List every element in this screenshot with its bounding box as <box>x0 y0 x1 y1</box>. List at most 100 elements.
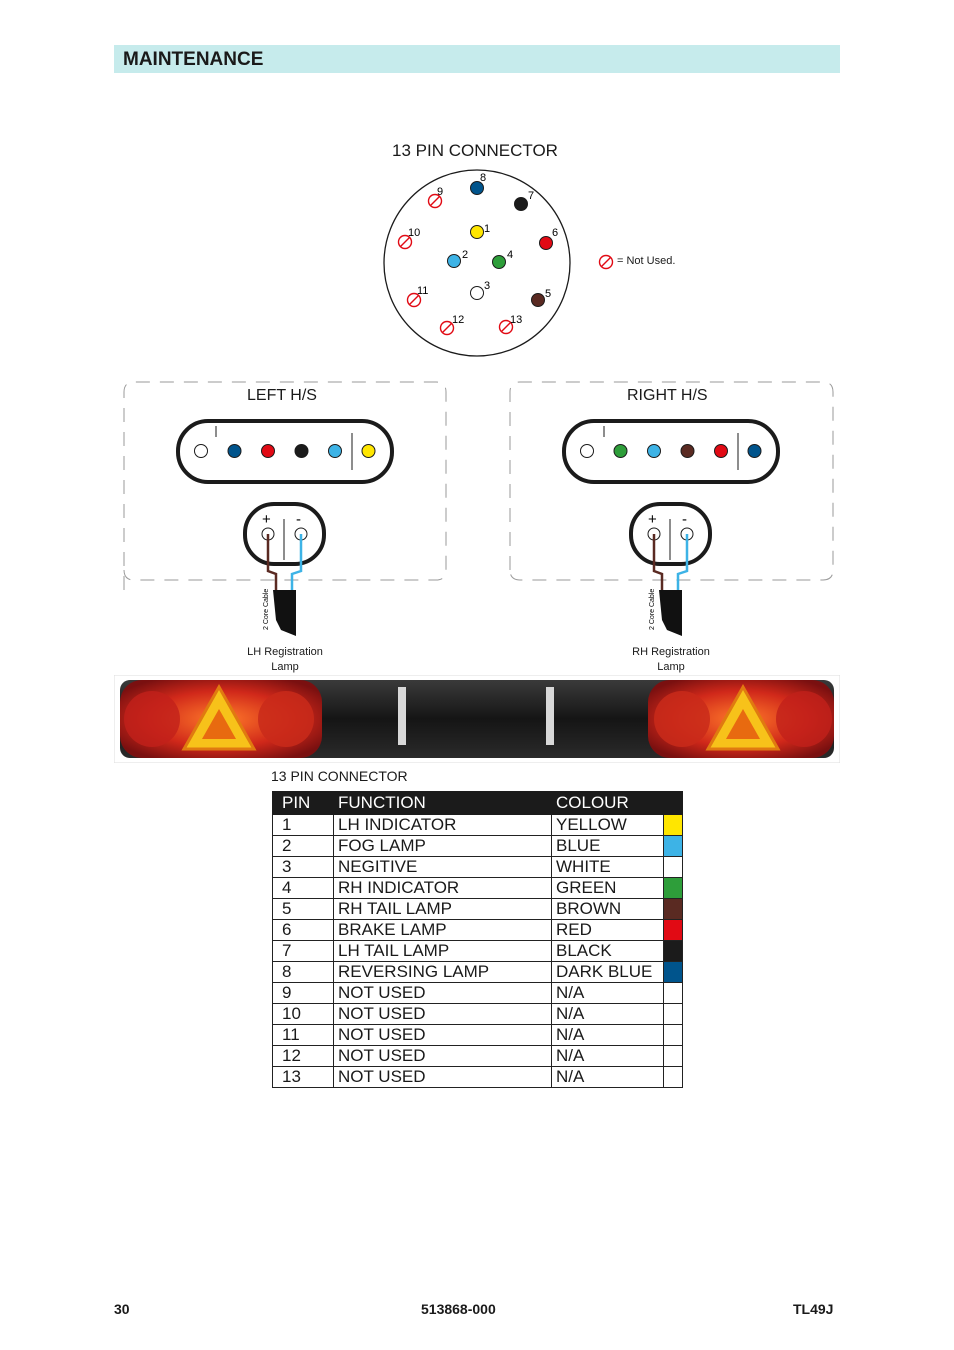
lighting-board-image <box>114 675 840 763</box>
colour-swatch <box>662 898 684 920</box>
connector-pin-2: 2 <box>447 249 468 268</box>
pin-cell: 10 <box>272 1003 334 1025</box>
connector-pin-label: 6 <box>552 227 558 239</box>
section-header: MAINTENANCE <box>114 45 840 73</box>
connector-pin-label: 4 <box>507 249 513 261</box>
colour-swatch <box>662 1066 684 1088</box>
rh-lamp-caption-line2: Lamp <box>657 661 685 673</box>
connector-pin-3: 3 <box>470 280 490 300</box>
pin-cell: 5 <box>272 898 334 920</box>
connector-pin-label: 2 <box>462 249 468 261</box>
colour-swatch <box>662 814 684 836</box>
right-plus-sign: + <box>648 511 657 528</box>
function-cell: NOT USED <box>333 1003 552 1025</box>
connector-pin-1: 1 <box>470 223 490 239</box>
connector-pin-5: 5 <box>531 288 551 307</box>
pin-cell: 3 <box>272 856 334 878</box>
colour-swatch <box>662 1045 684 1067</box>
colour-cell: BLACK <box>551 940 664 962</box>
function-cell: FOG LAMP <box>333 835 552 857</box>
connector-pin-10: 10 <box>397 227 420 250</box>
socket-pin <box>580 444 594 458</box>
colour-cell: N/A <box>551 1024 664 1046</box>
colour-cell: BROWN <box>551 898 664 920</box>
function-cell: BRAKE LAMP <box>333 919 552 941</box>
left-cable <box>273 590 296 636</box>
model-code: TL49J <box>793 1301 834 1317</box>
colour-swatch <box>662 961 684 983</box>
pin-cell: 12 <box>272 1045 334 1067</box>
socket-pin <box>747 444 762 458</box>
function-cell: REVERSING LAMP <box>333 961 552 983</box>
colour-swatch <box>662 1003 684 1025</box>
connector-outline <box>383 169 571 357</box>
connector-pin-label: 11 <box>417 285 428 297</box>
function-cell: RH INDICATOR <box>333 877 552 899</box>
connector-pin-4: 4 <box>492 249 513 269</box>
not-used-legend-text: = Not Used. <box>617 255 676 267</box>
function-cell: RH TAIL LAMP <box>333 898 552 920</box>
function-cell: NEGITIVE <box>333 856 552 878</box>
lh-lamp-caption-line2: Lamp <box>271 661 299 673</box>
colour-cell: DARK BLUE <box>551 961 664 983</box>
left-hs-outline <box>123 381 447 590</box>
socket-pin <box>680 444 695 458</box>
right-cable-label: 2 Core Cable <box>649 589 656 630</box>
connector-pin-label: 13 <box>510 314 522 326</box>
rh-lamp-caption-line1: RH Registration <box>632 646 710 658</box>
connector-pin-label: 8 <box>480 172 486 184</box>
colour-swatch <box>662 982 684 1004</box>
socket-pin <box>261 444 275 458</box>
colour-cell: YELLOW <box>551 814 664 836</box>
colour-swatch <box>662 835 684 857</box>
socket-pin <box>714 444 728 458</box>
left-socket-pins <box>194 444 376 458</box>
connector-pin-label: 9 <box>437 186 443 198</box>
connector-title: 13 PIN CONNECTOR <box>392 141 558 160</box>
rh-lamp-caption: RH Registration Lamp <box>611 645 731 675</box>
pin-cell: 4 <box>272 877 334 899</box>
right-cable <box>659 590 682 636</box>
colour-cell: N/A <box>551 1045 664 1067</box>
function-cell: NOT USED <box>333 1045 552 1067</box>
header-pin: PIN <box>272 791 334 815</box>
function-cell: LH TAIL LAMP <box>333 940 552 962</box>
connector-pin-label: 12 <box>452 314 464 326</box>
right-socket-pins <box>580 444 762 458</box>
pin-cell: 13 <box>272 1066 334 1088</box>
header-colour: COLOUR <box>550 791 684 815</box>
colour-cell: BLUE <box>551 835 664 857</box>
connector-pin-label: 5 <box>545 288 551 300</box>
colour-cell: N/A <box>551 1003 664 1025</box>
socket-pin <box>194 444 208 458</box>
colour-swatch <box>662 919 684 941</box>
connector-pin-12: 12 <box>439 314 464 336</box>
connector-pin-7: 7 <box>514 190 534 211</box>
pin-cell: 6 <box>272 919 334 941</box>
colour-swatch <box>662 877 684 899</box>
lh-lamp-caption: LH Registration Lamp <box>225 645 345 675</box>
right-socket <box>562 419 780 484</box>
pin-cell: 1 <box>272 814 334 836</box>
pin-cell: 11 <box>272 1024 334 1046</box>
socket-pin <box>328 444 342 458</box>
connector-pin-label: 1 <box>484 223 490 235</box>
pin-cell: 7 <box>272 940 334 962</box>
pin-cell: 2 <box>272 835 334 857</box>
right-hs-outline <box>509 381 834 581</box>
connector-pin-label: 3 <box>484 280 490 292</box>
